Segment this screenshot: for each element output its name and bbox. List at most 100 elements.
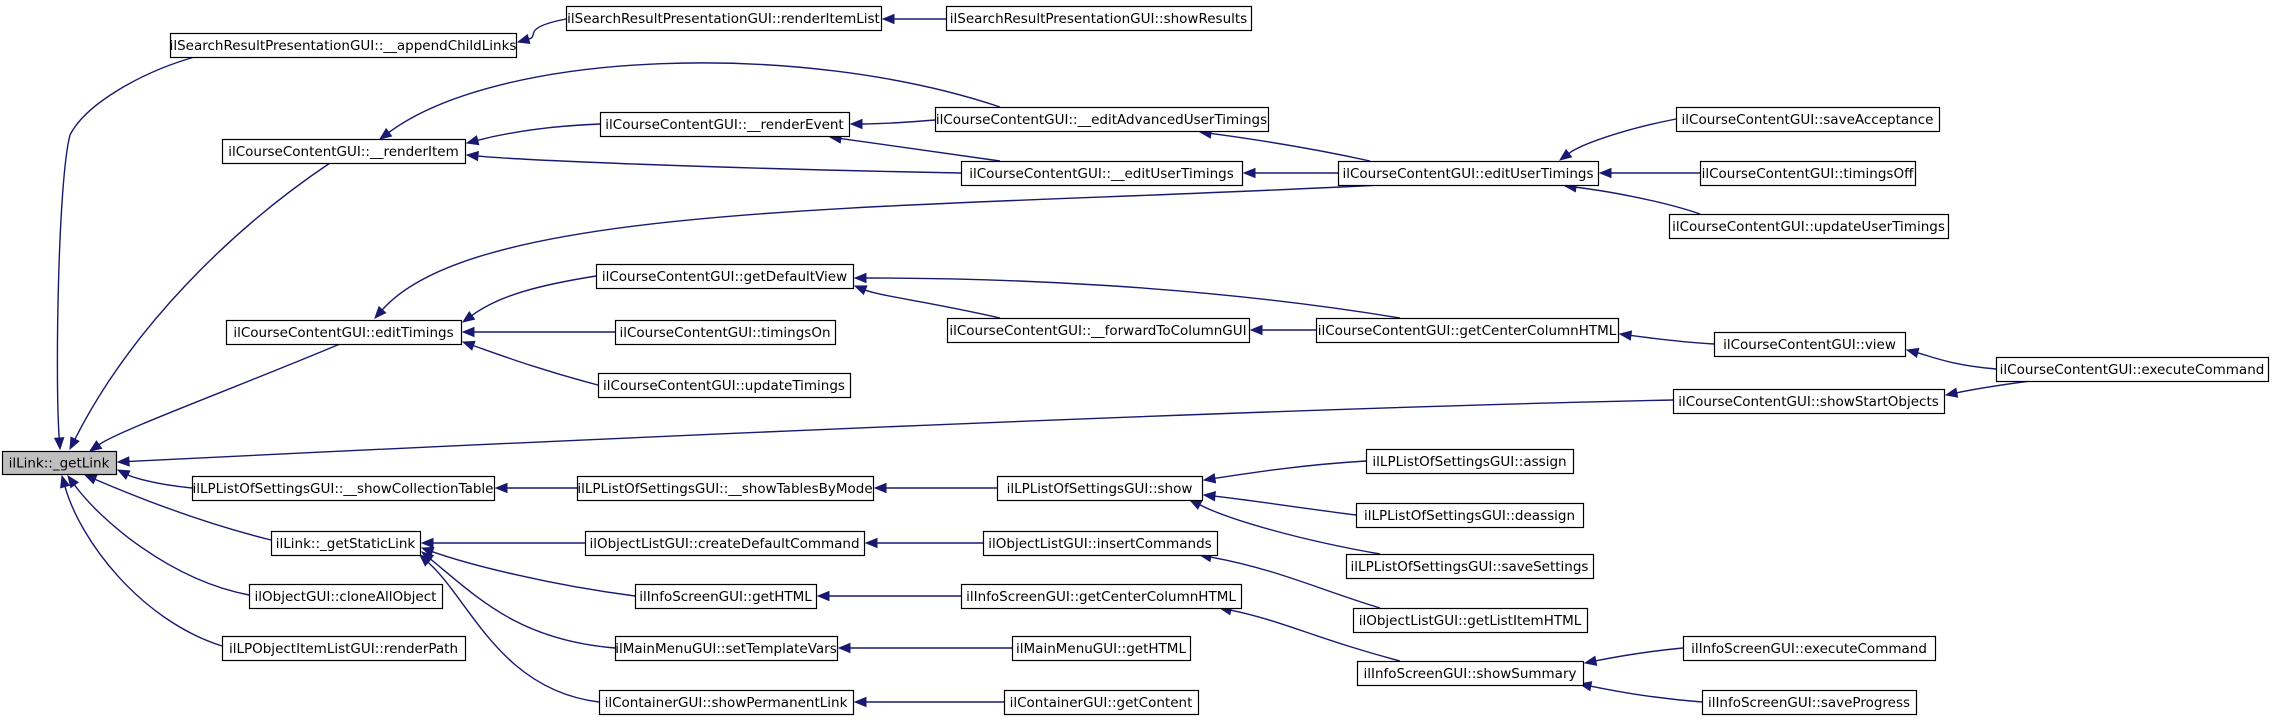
node-executeCommand[interactable]: ilCourseContentGUI::executeCommand [1995,356,2270,383]
edge-editUserTimingsPriv-to-renderItem [465,150,962,174]
node-renderPath[interactable]: ilLPObjectItemListGUI::renderPath [221,635,467,662]
arrowhead-icon [837,642,851,654]
arrowhead-icon [88,440,103,452]
node-renderEvent[interactable]: ilCourseContentGUI::__renderEvent [599,111,851,138]
arrowhead-icon [60,474,71,489]
node-showResults[interactable]: ilSearchResultPresentationGUI::showResul… [945,5,1253,32]
arrowhead-icon [461,340,476,351]
edge-line [56,55,199,439]
node-getLink[interactable]: ilLink::_getLink [1,450,118,476]
edge-timingsOff-to-editUserTimings [1598,167,1700,179]
arrowhead-icon [1944,387,1959,398]
edge-editAdvancedUserTimings-to-renderEvent [849,118,936,130]
edge-editUserTimings-to-editUserTimingsPriv [1242,167,1338,179]
arrowhead-icon [1188,499,1203,510]
node-updateTimings[interactable]: ilCourseContentGUI::updateTimings [597,372,852,399]
node-showTablesByMode[interactable]: ilLPListOfSettingsGUI::__showTablesByMod… [576,475,875,502]
node-box [996,475,1204,502]
edge-lpDeassign-to-lpShow [1202,491,1357,516]
node-editUserTimings[interactable]: ilCourseContentGUI::editUserTimings [1337,160,1600,187]
nodes-layer: ilLink::_getLink ilSearchResultPresentati… [1,5,2270,716]
edge-executeCommand-to-showStartObjects [1944,380,2031,398]
node-getContent[interactable]: ilContainerGUI::getContent [1003,689,1200,716]
arrowhead-icon [1598,167,1612,179]
node-getListItemHTML[interactable]: ilObjectListGUI::getListItemHTML [1352,607,1589,634]
node-updateUserTimings[interactable]: ilCourseContentGUI::updateUserTimings [1668,213,1950,240]
node-label: ilContainerGUI::showPermanentLink [605,695,848,711]
arrowhead-icon [67,474,80,489]
node-box [1699,160,1917,187]
node-view[interactable]: ilCourseContentGUI::view [1713,331,1907,358]
edge-createDefaultCommand-to-getStaticLink [420,537,586,549]
node-saveProgress[interactable]: ilInfoScreenGUI::saveProgress [1701,689,1918,716]
edge-line [861,119,936,125]
node-editAdvancedUserTimings[interactable]: ilCourseContentGUI::__editAdvancedUserTi… [934,106,1270,133]
node-renderItem[interactable]: ilCourseContentGUI::__renderItem [221,138,467,165]
node-infoExecuteCommand[interactable]: ilInfoScreenGUI::executeCommand [1682,635,1937,662]
node-getStaticLink[interactable]: ilLink::_getStaticLink [270,530,422,557]
node-renderItemList[interactable]: ilSearchResultPresentationGUI::renderIte… [565,5,883,32]
node-editUserTimingsPriv[interactable]: ilCourseContentGUI::__editUserTimings [960,160,1244,187]
node-lpShow[interactable]: ilLPListOfSettingsGUI::show [996,475,1204,502]
node-label: ilSearchResultPresentationGUI::__appendC… [170,38,517,54]
node-getCenterColumnHTML[interactable]: ilCourseContentGUI::getCenterColumnHTML [1315,317,1620,344]
node-cloneAllObject[interactable]: ilObjectGUI::cloneAllObject [248,583,444,610]
node-box [1701,689,1918,716]
edge-infoGetCenterColumnHTML-to-infoGetHTML [816,590,962,602]
arrowhead-icon [374,305,387,319]
node-label: ilLink::_getLink [9,456,110,472]
edge-line [1199,504,1381,555]
node-infoGetHTML[interactable]: ilInfoScreenGUI::getHTML [634,583,818,610]
edge-updateUserTimings-to-editUserTimings [1563,182,1701,215]
node-box [221,138,467,165]
node-label: ilCourseContentGUI::view [1723,337,1896,353]
arrowhead-icon [465,135,480,146]
node-insertCommands[interactable]: ilObjectListGUI::insertCommands [982,530,1219,557]
edge-showStartObjects-to-getLink [116,399,1674,467]
node-box [169,32,518,59]
node-getDefaultView[interactable]: ilCourseContentGUI::getDefaultView [595,263,855,290]
node-infoGetCenterColumnHTML[interactable]: ilInfoScreenGUI::getCenterColumnHTML [960,583,1243,610]
edge-editUserTimingsPriv-to-renderEvent [828,133,1001,162]
node-box [1672,388,1946,415]
arrowhead-icon [461,326,475,338]
node-label: ilInfoScreenGUI::showSummary [1363,666,1576,682]
node-createDefaultCommand[interactable]: ilObjectListGUI::createDefaultCommand [584,530,866,557]
node-forwardToColumnGUI[interactable]: ilCourseContentGUI::__forwardToColumnGUI [946,317,1251,344]
edge-editAdvancedUserTimings-to-renderItem [378,62,1001,140]
node-editTimings[interactable]: ilCourseContentGUI::editTimings [225,319,463,346]
edge-appendChildLinks-to-getLink [53,55,199,451]
node-box [614,635,839,662]
edge-line [432,551,636,597]
arrowhead-icon [494,482,508,494]
arrowhead-icon [853,696,867,708]
node-label: ilCourseContentGUI::__renderEvent [605,117,843,133]
edge-line [1210,132,1371,162]
node-showStartObjects[interactable]: ilCourseContentGUI::showStartObjects [1672,388,1946,415]
arrowhead-icon [1242,167,1256,179]
node-appendChildLinks[interactable]: ilSearchResultPresentationGUI::__appendC… [169,32,518,59]
node-timingsOff[interactable]: ilCourseContentGUI::timingsOff [1699,160,1917,187]
node-showCollectionTable[interactable]: ilLPListOfSettingsGUI::__showCollectionT… [191,475,496,502]
edge-timingsOn-to-editTimings [461,326,615,338]
arrowhead-icon [1583,655,1598,666]
node-mainMenuGetHTML[interactable]: ilMainMenuGUI::getHTML [1011,635,1192,662]
node-box [270,530,422,557]
node-box [960,160,1244,187]
node-label: ilCourseContentGUI::__editAdvancedUserTi… [936,112,1267,128]
node-lpSaveSettings[interactable]: ilLPListOfSettingsGUI::saveSettings [1345,553,1595,580]
node-saveAcceptance[interactable]: ilCourseContentGUI::saveAcceptance [1675,106,1941,133]
node-lpDeassign[interactable]: ilLPListOfSettingsGUI::deassign [1355,502,1585,529]
node-label: ilCourseContentGUI::showStartObjects [1678,394,1939,410]
node-showPermanentLink[interactable]: ilContainerGUI::showPermanentLink [598,689,855,716]
node-showSummary[interactable]: ilInfoScreenGUI::showSummary [1356,660,1585,687]
edge-executeCommand-to-view [1905,347,1997,370]
node-setTemplateVars[interactable]: ilMainMenuGUI::setTemplateVars [614,635,839,662]
edge-getCenterColumnHTML-to-getDefaultView [853,272,1401,319]
node-lpAssign[interactable]: ilLPListOfSettingsGUI::assign [1365,448,1575,475]
edge-showResults-to-renderItemList [881,13,946,25]
node-box [1352,607,1589,634]
node-label: ilCourseContentGUI::executeCommand [2000,362,2265,378]
arrowhead-icon [1905,347,1920,358]
node-timingsOn[interactable]: ilCourseContentGUI::timingsOn [614,319,837,346]
